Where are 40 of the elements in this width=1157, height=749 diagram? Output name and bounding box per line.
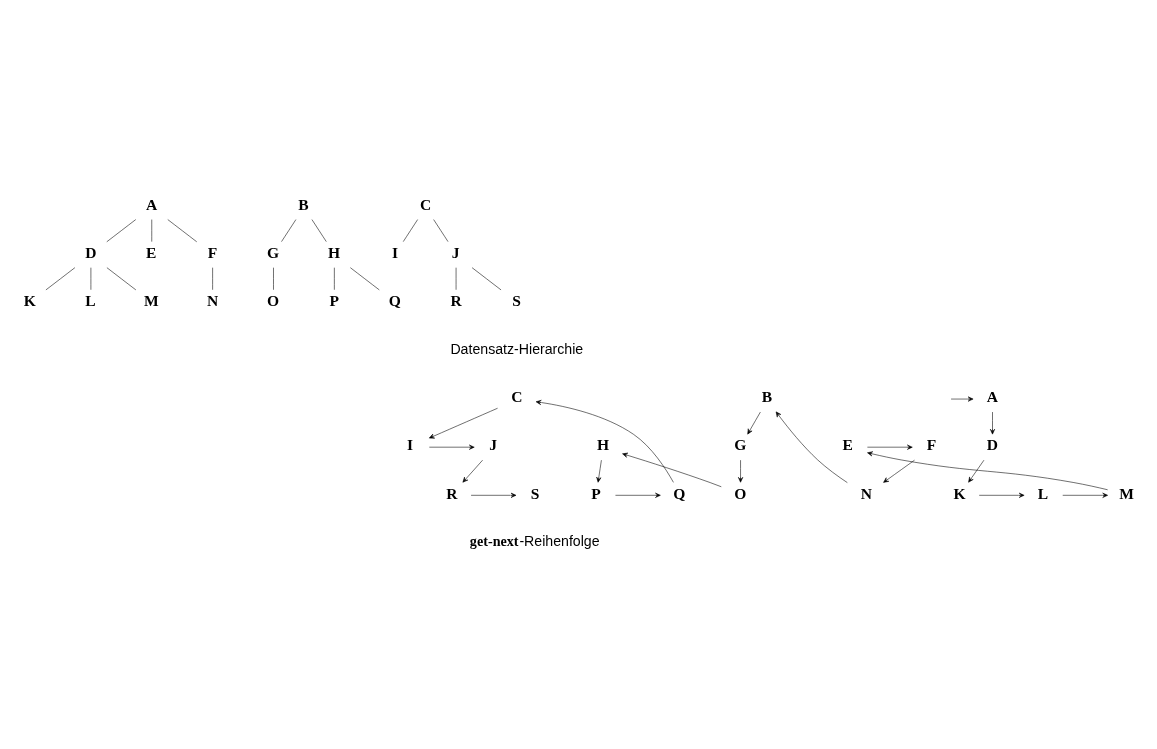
label: get-next-Reihenfolge — [469, 532, 600, 549]
node-text: G — [734, 435, 747, 453]
node-text: H — [327, 243, 341, 261]
node-text: R — [446, 484, 458, 502]
node-text: J — [489, 435, 498, 453]
label: Datensatz-Hierarchie — [450, 340, 584, 357]
node-text: A — [986, 387, 999, 405]
node-text: L — [85, 291, 96, 309]
node-text: Q — [673, 484, 686, 502]
node-text: N — [206, 291, 219, 309]
node-text: C — [511, 387, 523, 405]
node-text: P — [591, 484, 601, 502]
node-text: B — [761, 387, 773, 405]
node-text: K — [953, 484, 966, 502]
node-text: M — [143, 291, 159, 309]
node-text: B — [298, 195, 309, 213]
node-text: A — [146, 195, 158, 213]
node-text: N — [860, 484, 873, 502]
node-text: F — [207, 243, 218, 261]
node-text: I — [406, 435, 413, 453]
node-text: J — [451, 243, 460, 261]
node-text: E — [842, 435, 853, 453]
node-text: D — [85, 243, 97, 261]
node-text: S — [512, 291, 521, 309]
node-text: D — [986, 435, 999, 453]
node-text: O — [267, 291, 280, 309]
node-text: R — [450, 291, 462, 309]
node-text: P — [329, 291, 339, 309]
node-text: E — [146, 243, 157, 261]
node-text: M — [1119, 484, 1134, 502]
node-text: L — [1037, 484, 1049, 502]
node-text: F — [926, 435, 937, 453]
node-text: O — [734, 484, 747, 502]
node-text: Q — [388, 291, 401, 309]
node-text: I — [392, 243, 399, 261]
node-text: K — [23, 291, 36, 309]
node-text: C — [419, 195, 432, 213]
node-text: G — [267, 243, 280, 261]
node-text: S — [530, 484, 540, 502]
node-text: H — [596, 435, 609, 453]
